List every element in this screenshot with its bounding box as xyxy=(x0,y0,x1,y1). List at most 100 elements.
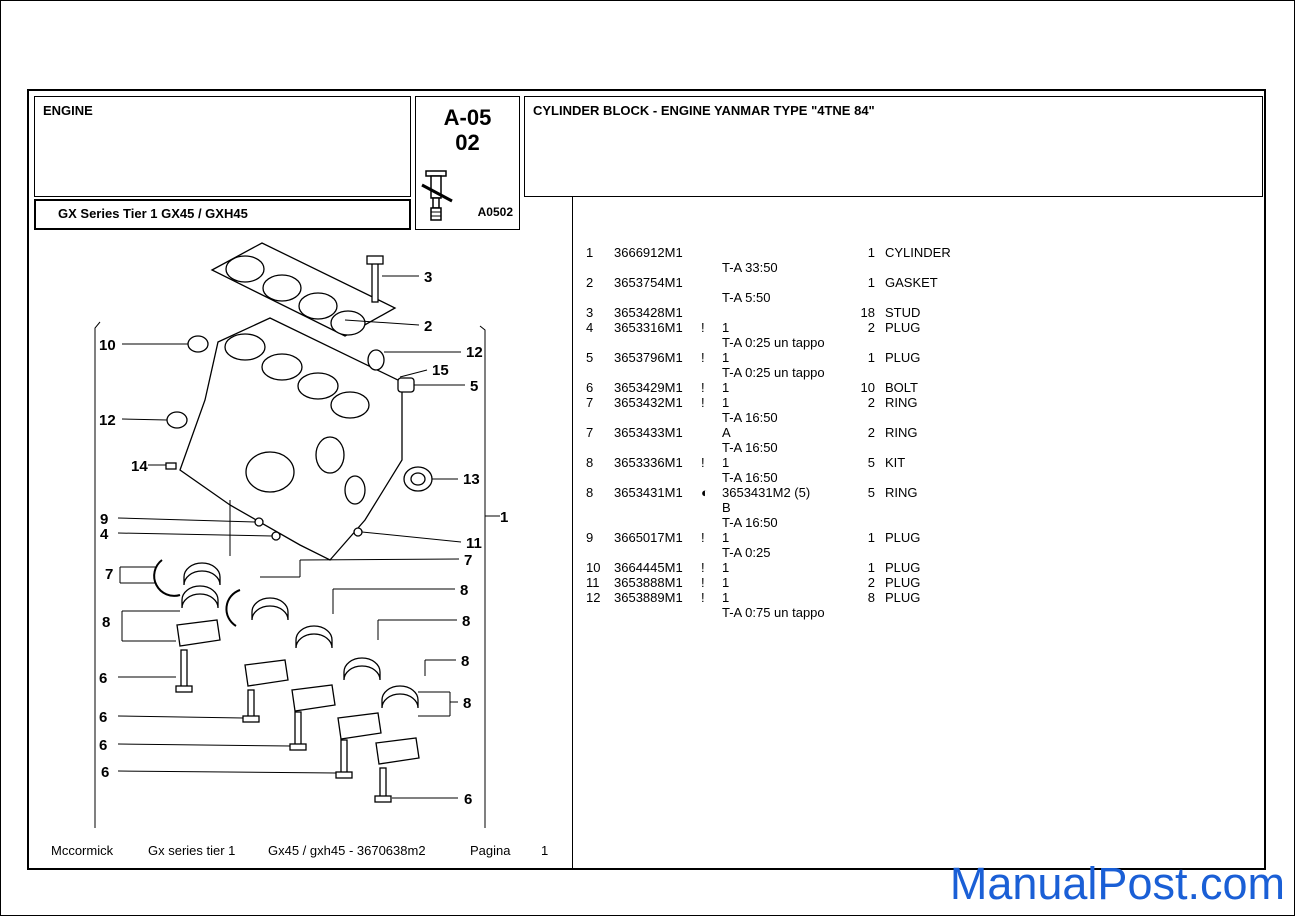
callout-label: 13 xyxy=(463,471,480,488)
part-number: 3653428M1 xyxy=(614,305,683,320)
part-note: 1 xyxy=(722,560,730,575)
part-number: 3653433M1 xyxy=(614,425,683,440)
part-note: T-A 16:50 xyxy=(722,470,778,485)
part-number: 3653431M1 xyxy=(614,485,683,500)
part-quantity: 1 xyxy=(867,560,875,575)
part-quantity: 1 xyxy=(867,350,875,365)
block-bores xyxy=(224,333,370,419)
callout-label: 6 xyxy=(101,764,109,781)
callout-label: 12 xyxy=(466,344,483,361)
part-mark: ! xyxy=(701,575,705,590)
plug-5 xyxy=(397,377,415,393)
part-number: 3653336M1 xyxy=(614,455,683,470)
plug-9 xyxy=(254,517,264,527)
part-mark: ! xyxy=(701,530,705,545)
part-position: 8 xyxy=(586,485,594,500)
part-description: PLUG xyxy=(885,350,921,365)
part-description: STUD xyxy=(885,305,921,320)
part-description: PLUG xyxy=(885,575,921,590)
part-position: 2 xyxy=(586,275,594,290)
footer-page-number: 1 xyxy=(541,843,549,858)
callout-label: 6 xyxy=(99,709,107,726)
part-quantity: 2 xyxy=(867,575,875,590)
part-note: T-A 0:25 un tappo xyxy=(722,365,825,380)
part-note: T-A 16:50 xyxy=(722,440,778,455)
part-number: 3653432M1 xyxy=(614,395,683,410)
part-position: 10 xyxy=(586,560,601,575)
plug-12-top xyxy=(367,349,385,371)
part-number: 3653316M1 xyxy=(614,320,683,335)
part-mark: ! xyxy=(701,350,705,365)
callout-label: 5 xyxy=(470,378,478,395)
part-quantity: 1 xyxy=(867,245,875,260)
part-description: BOLT xyxy=(885,380,918,395)
part-mark: ! xyxy=(701,380,705,395)
part-quantity: 1 xyxy=(867,275,875,290)
callout-label: 9 xyxy=(100,511,108,528)
illustration-ref: A0502 xyxy=(477,205,513,219)
callout-label: 12 xyxy=(99,412,116,429)
crank-bore xyxy=(245,451,295,493)
part-note: T-A 33:50 xyxy=(722,260,778,275)
part-position: 9 xyxy=(586,530,594,545)
footer-model: Gx45 / gxh45 - 3670638m2 xyxy=(268,843,426,858)
part-description: PLUG xyxy=(885,560,921,575)
group-code: A-05 xyxy=(443,105,492,130)
part-description: RING xyxy=(885,485,918,500)
group-title: CYLINDER BLOCK - ENGINE YANMAR TYPE "4TN… xyxy=(533,103,875,118)
section-box: ENGINE xyxy=(34,96,411,197)
part-position: 12 xyxy=(586,590,601,605)
callout-label: 15 xyxy=(432,362,449,379)
part-description: PLUG xyxy=(885,590,921,605)
part-quantity: 5 xyxy=(867,485,875,500)
part-number: 3653429M1 xyxy=(614,380,683,395)
part-quantity: 1 xyxy=(867,530,875,545)
series-box: GX Series Tier 1 GX45 / GXH45 xyxy=(34,199,411,230)
part-description: RING xyxy=(885,425,918,440)
callout-label: 10 xyxy=(99,337,116,354)
callout-label: 8 xyxy=(463,695,471,712)
callout-label: 6 xyxy=(464,791,472,808)
plug-12-side xyxy=(166,411,188,429)
callout-label: 8 xyxy=(460,582,468,599)
part-number: 3653754M1 xyxy=(614,275,683,290)
group-icon xyxy=(421,170,453,221)
callout-label: 3 xyxy=(424,269,432,286)
stud xyxy=(371,261,379,303)
part-note: 3653431M2 (5) xyxy=(722,485,811,500)
plug-11 xyxy=(353,527,363,537)
footer-page-label: Pagina xyxy=(470,843,511,858)
part-position: 8 xyxy=(586,455,594,470)
part-note: T-A 16:50 xyxy=(722,515,778,530)
part-note: 1 xyxy=(722,455,730,470)
part-position: 7 xyxy=(586,395,594,410)
part-note: 1 xyxy=(722,395,730,410)
part-quantity: 2 xyxy=(867,425,875,440)
part-quantity: 18 xyxy=(860,305,875,320)
part-note: T-A 0:25 un tappo xyxy=(722,335,825,350)
part-note: 1 xyxy=(722,380,730,395)
callout-label: 2 xyxy=(424,318,432,335)
column-divider xyxy=(572,197,573,870)
part-description: PLUG xyxy=(885,530,921,545)
callout-label: 7 xyxy=(105,566,113,583)
part-note: T-A 16:50 xyxy=(722,410,778,425)
parts-sheet-frame: ENGINE A-05 02 A0502 CYLINDER BLOCK - EN… xyxy=(27,89,1266,870)
part-description: KIT xyxy=(885,455,906,470)
part-note: 1 xyxy=(722,575,730,590)
part-position: 5 xyxy=(586,350,594,365)
thrust-washer-right xyxy=(225,589,241,627)
plug-10 xyxy=(187,335,209,353)
footer-make: Mccormick xyxy=(51,843,114,858)
code-box: A-05 02 A0502 xyxy=(415,96,520,230)
callout-label: 8 xyxy=(462,613,470,630)
part-quantity: 5 xyxy=(867,455,875,470)
part-mark: ! xyxy=(701,455,705,470)
series-label: GX Series Tier 1 GX45 / GXH45 xyxy=(58,206,248,221)
part-quantity: 10 xyxy=(860,380,875,395)
part-note: 1 xyxy=(722,590,730,605)
part-description: CYLINDER xyxy=(885,245,951,260)
thrust-washer-left xyxy=(153,559,181,597)
